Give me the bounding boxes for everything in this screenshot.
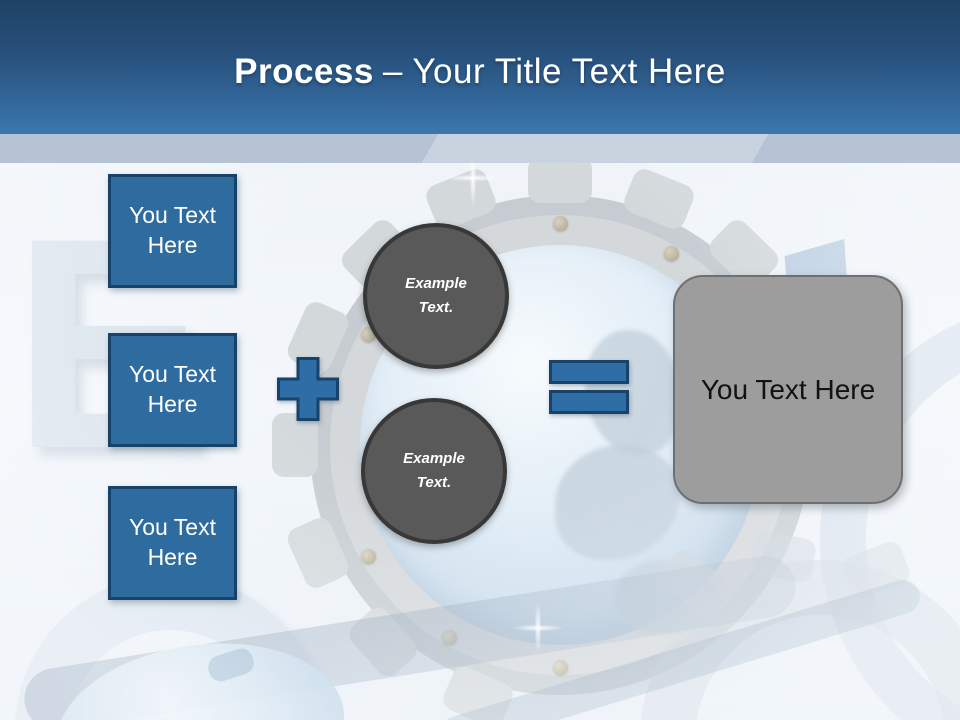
example-circle-1-label: Example Text.	[405, 275, 467, 316]
example-circle-2-label: Example Text.	[403, 450, 465, 491]
input-box-1[interactable]: You Text Here	[108, 174, 237, 288]
equals-icon[interactable]	[549, 360, 629, 415]
input-box-3-label: You Text Here	[129, 514, 216, 570]
subheader-band-glow	[421, 134, 769, 163]
result-box-label: You Text Here	[700, 373, 876, 405]
input-box-2[interactable]: You Text Here	[108, 333, 237, 447]
input-box-2-label: You Text Here	[129, 361, 216, 417]
input-box-3[interactable]: You Text Here	[108, 486, 237, 600]
slide-title-rest: – Your Title Text Here	[382, 52, 726, 91]
plus-icon[interactable]	[277, 357, 339, 421]
result-box[interactable]: You Text Here	[673, 275, 903, 504]
slide-title-emphasis: Process	[234, 52, 374, 91]
example-circle-2[interactable]: Example Text.	[361, 398, 507, 544]
title-bar: Process– Your Title Text Here	[0, 0, 960, 134]
example-circle-1[interactable]: Example Text.	[363, 223, 509, 369]
subheader-band	[0, 134, 960, 163]
slide-title[interactable]: Process– Your Title Text Here	[0, 52, 960, 92]
input-box-1-label: You Text Here	[129, 202, 216, 258]
